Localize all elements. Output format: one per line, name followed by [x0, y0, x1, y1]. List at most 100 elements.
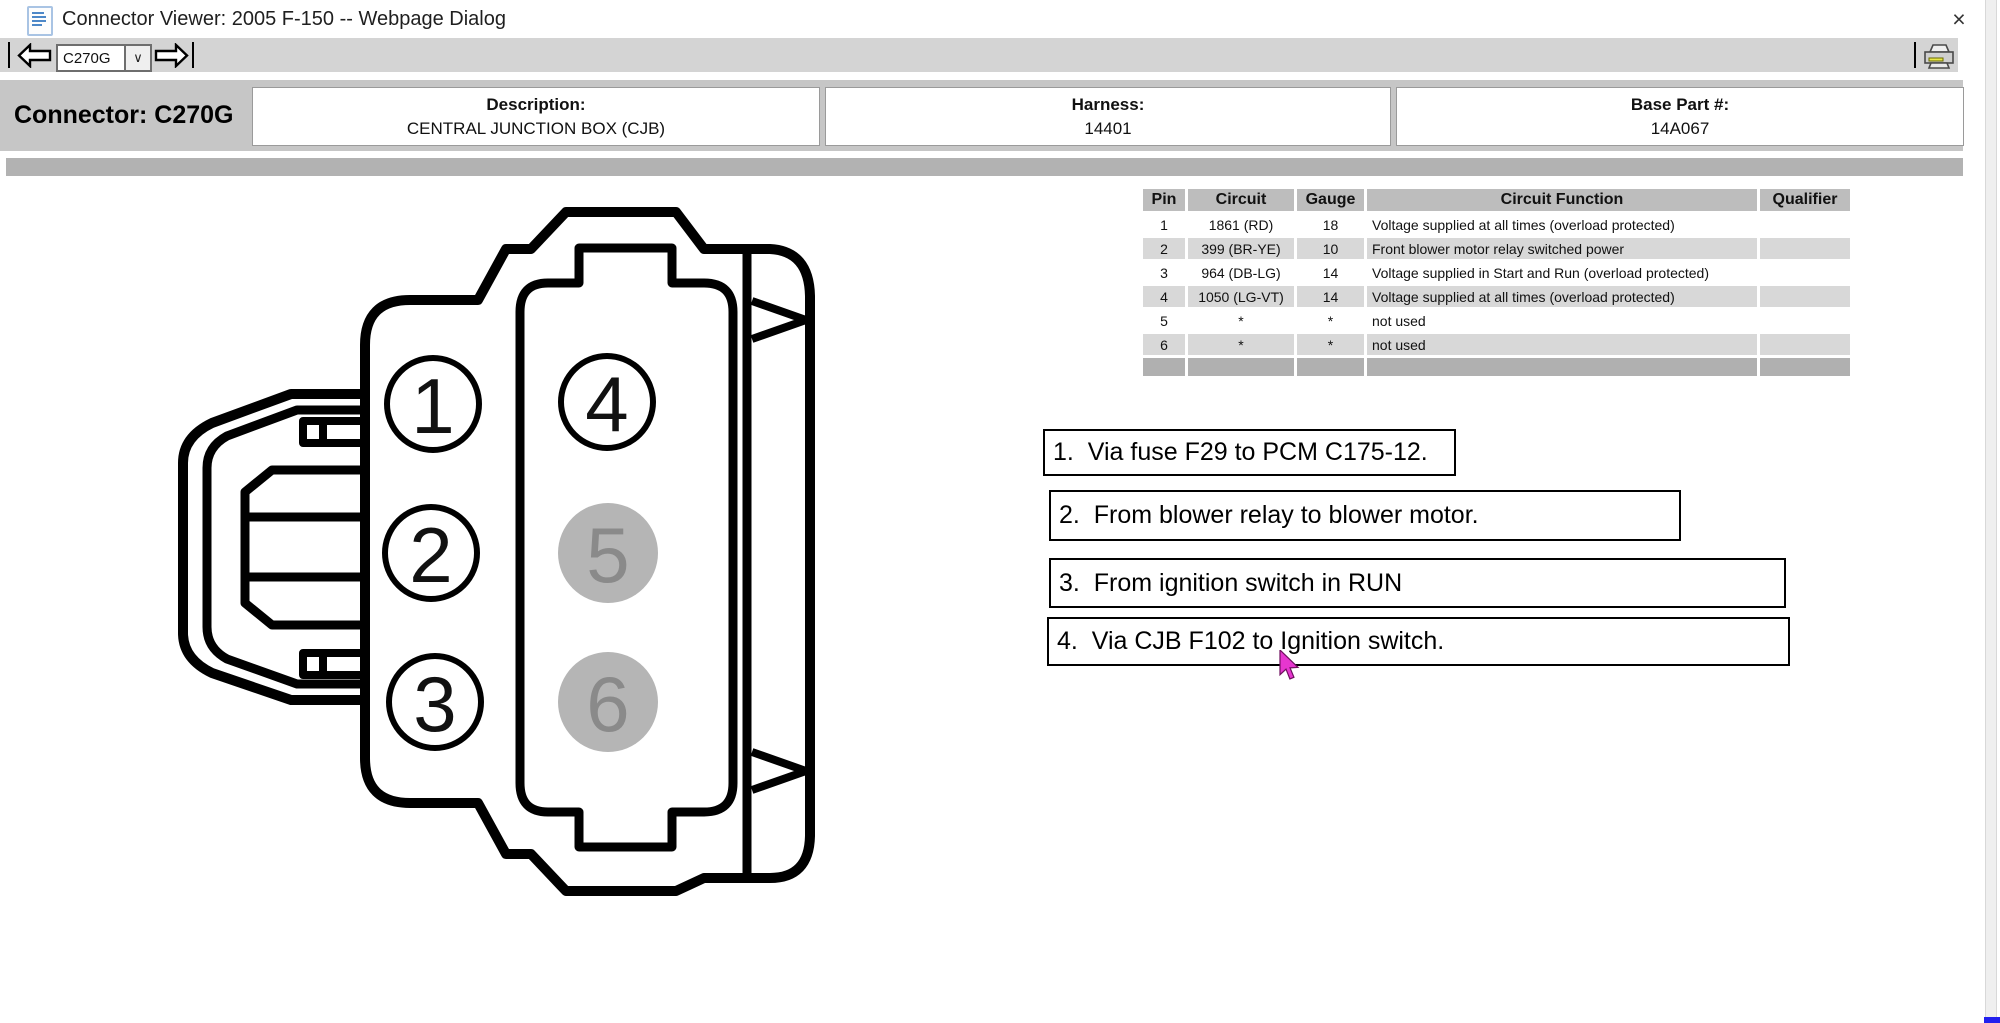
connector-select[interactable]: C270G ∨ [56, 44, 152, 72]
connector-diagram: 1 2 3 4 5 6 [178, 207, 815, 896]
bail-rib-box [240, 465, 365, 630]
back-button[interactable] [16, 43, 54, 68]
column-header: Circuit [1188, 189, 1294, 211]
table-cell: Voltage supplied in Start and Run (overl… [1372, 264, 1709, 281]
table-cell: 4 [1143, 286, 1185, 307]
column-header: Circuit Function [1367, 189, 1757, 211]
table-cell: 18 [1322, 216, 1339, 233]
webpage-document-icon [27, 6, 53, 36]
forward-button[interactable] [152, 43, 190, 68]
table-cell [1297, 358, 1364, 376]
table-cell: * [1327, 312, 1334, 329]
pin-1: 1 [384, 355, 482, 453]
dialog-right-edge [1985, 0, 1997, 1023]
table-cell [1760, 334, 1850, 355]
table-cell: Front blower motor relay switched power [1367, 238, 1757, 259]
table-cell: 5 [1160, 312, 1168, 329]
bail-inner [202, 405, 365, 689]
chevron-down-icon[interactable]: ∨ [124, 46, 150, 70]
base-part-value: 14A067 [1650, 118, 1710, 138]
toolbar: C270G ∨ [0, 38, 1958, 72]
table-cell: 964 (DB-LG) [1201, 264, 1281, 281]
pin-4: 4 [558, 353, 656, 451]
table-cell [1760, 310, 1850, 331]
table-cell [1760, 214, 1850, 235]
pin-6: 6 [558, 652, 658, 752]
table-cell: 399 (BR-YE) [1188, 238, 1294, 259]
table-cell: 6 [1143, 334, 1185, 355]
table-cell: not used [1372, 312, 1426, 329]
table-footer-row [1143, 358, 1850, 376]
corner-accent [1984, 1017, 2000, 1023]
table-cell: 10 [1297, 238, 1364, 259]
table-cell [1188, 358, 1294, 376]
svg-text:1: 1 [411, 362, 454, 450]
table-cell: * [1297, 334, 1364, 355]
svg-text:4: 4 [585, 360, 628, 448]
separator-bar [6, 158, 1963, 176]
svg-text:2: 2 [409, 511, 452, 599]
table-row: 6**not used [1143, 334, 1850, 355]
bail-tab-top [299, 417, 365, 447]
connector-title: Connector: C270G [14, 101, 234, 129]
column-header: Gauge [1297, 189, 1364, 211]
bail-tab-bottom [299, 649, 365, 679]
close-icon[interactable]: × [1952, 6, 1966, 32]
pin-3: 3 [386, 653, 484, 751]
table-cell: 14 [1322, 264, 1339, 281]
harness-box: Harness: 14401 [825, 87, 1391, 146]
table-cell: * [1238, 312, 1244, 329]
svg-text:3: 3 [413, 660, 456, 748]
table-row: 3 964 (DB-LG) 14 Voltage supplied in Start … [1143, 262, 1850, 283]
table-cell: 1 [1160, 216, 1168, 233]
table-row: 5 * * not used [1143, 310, 1850, 331]
description-label: Description: [486, 94, 586, 114]
table-cell: 2 [1143, 238, 1185, 259]
svg-text:5: 5 [586, 511, 629, 599]
bail-outer [178, 389, 365, 705]
table-cell [1760, 238, 1850, 259]
rail-notch-top [750, 297, 808, 343]
harness-value: 14401 [1084, 118, 1132, 138]
window-title-bar: Connector Viewer: 2005 F-150 -- Webpage … [0, 0, 2000, 38]
header-band: Connector: C270G Description: CENTRAL JU… [0, 80, 1964, 151]
print-button[interactable] [1922, 42, 1956, 70]
table-cell [1143, 358, 1185, 376]
mouse-cursor [1279, 650, 1300, 680]
note-box: 4. Via CJB F102 to Ignition switch. [1047, 617, 1790, 666]
table-cell: 1861 (RD) [1208, 216, 1274, 233]
toolbar-separator [8, 42, 10, 68]
base-part-box: Base Part #: 14A067 [1396, 87, 1964, 146]
table-cell: 1050 (LG-VT) [1188, 286, 1294, 307]
table-cell: Voltage supplied at all times (overload … [1372, 216, 1675, 233]
toolbar-separator [1914, 42, 1916, 68]
table-cell [1760, 286, 1850, 307]
column-header: Pin [1143, 189, 1185, 211]
base-part-label: Base Part #: [1630, 94, 1730, 114]
column-header: Qualifier [1760, 189, 1850, 211]
pin-2: 2 [382, 504, 480, 602]
printer-icon [1924, 44, 1954, 69]
toolbar-separator [192, 42, 194, 68]
table-cell: not used [1367, 334, 1757, 355]
table-cell [1760, 358, 1850, 376]
harness-label: Harness: [1071, 94, 1145, 114]
pin-5: 5 [558, 503, 658, 603]
description-value: CENTRAL JUNCTION BOX (CJB) [406, 118, 666, 138]
table-cell: 14 [1297, 286, 1364, 307]
rail-notch-bottom [750, 748, 808, 794]
table-row: 1 1861 (RD) 18 Voltage supplied at all time… [1143, 214, 1850, 235]
table-cell: 3 [1160, 264, 1168, 281]
connector-select-value: C270G [63, 49, 111, 67]
table-cell: Voltage supplied at all times (overload … [1367, 286, 1757, 307]
svg-text:6: 6 [586, 660, 629, 748]
note-box: 1. Via fuse F29 to PCM C175-12. [1043, 429, 1456, 476]
window-title: Connector Viewer: 2005 F-150 -- Webpage … [62, 8, 506, 30]
note-box: 3. From ignition switch in RUN [1049, 558, 1786, 608]
note-box: 2. From blower relay to blower motor. [1049, 490, 1681, 541]
